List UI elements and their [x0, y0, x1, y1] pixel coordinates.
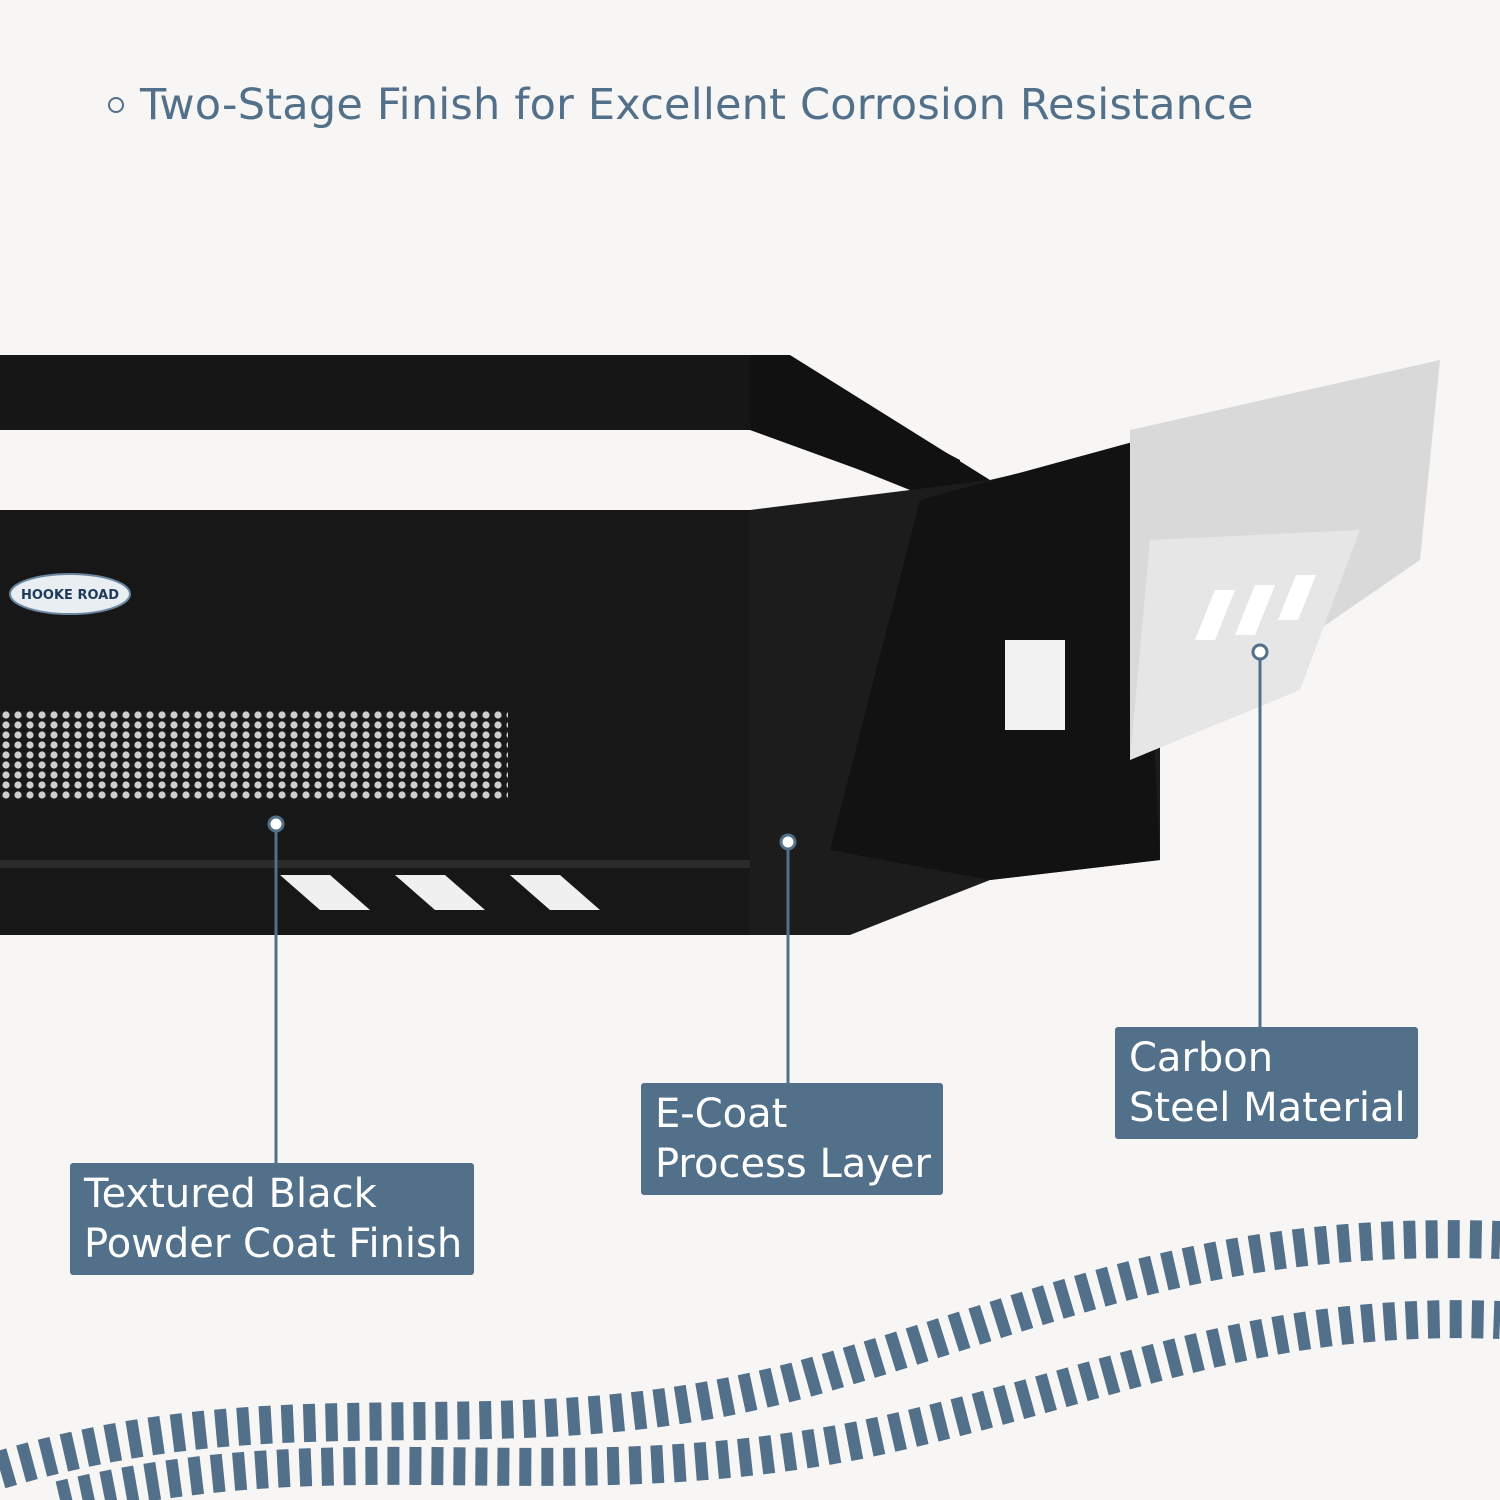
callout-line: E-Coat [655, 1091, 788, 1137]
brand-logo-text: HOOKE ROAD [21, 588, 119, 603]
callout-dot [779, 833, 797, 851]
brand-logo [9, 573, 131, 615]
callout-carbon-steel: Carbon Steel Material [1115, 1027, 1418, 1139]
callout-dot [267, 815, 285, 833]
bumper-hoop-side [750, 355, 990, 520]
tire-track-decoration [0, 1220, 1500, 1500]
steel-wing-lower [1130, 530, 1360, 760]
callout-line: Carbon [1129, 1035, 1274, 1081]
bumper-angle-face [830, 440, 1160, 880]
honeycomb-grille [0, 710, 508, 800]
callout-ecoat: E-Coat Process Layer [641, 1083, 943, 1195]
headline: Two-Stage Finish for Excellent Corrosion… [108, 80, 1254, 130]
callout-line: Powder Coat Finish [84, 1221, 463, 1267]
bumper-top-bar [0, 355, 960, 510]
headline-text: Two-Stage Finish for Excellent Corrosion… [140, 80, 1254, 130]
callout-dot [1251, 643, 1269, 661]
callout-line: Textured Black [84, 1171, 377, 1217]
fog-light-cutout [1005, 640, 1065, 730]
callout-line: Steel Material [1129, 1085, 1406, 1131]
callout-line: Process Layer [655, 1141, 931, 1187]
bullet-icon [108, 97, 124, 113]
callout-powder-coat: Textured Black Powder Coat Finish [70, 1163, 475, 1275]
